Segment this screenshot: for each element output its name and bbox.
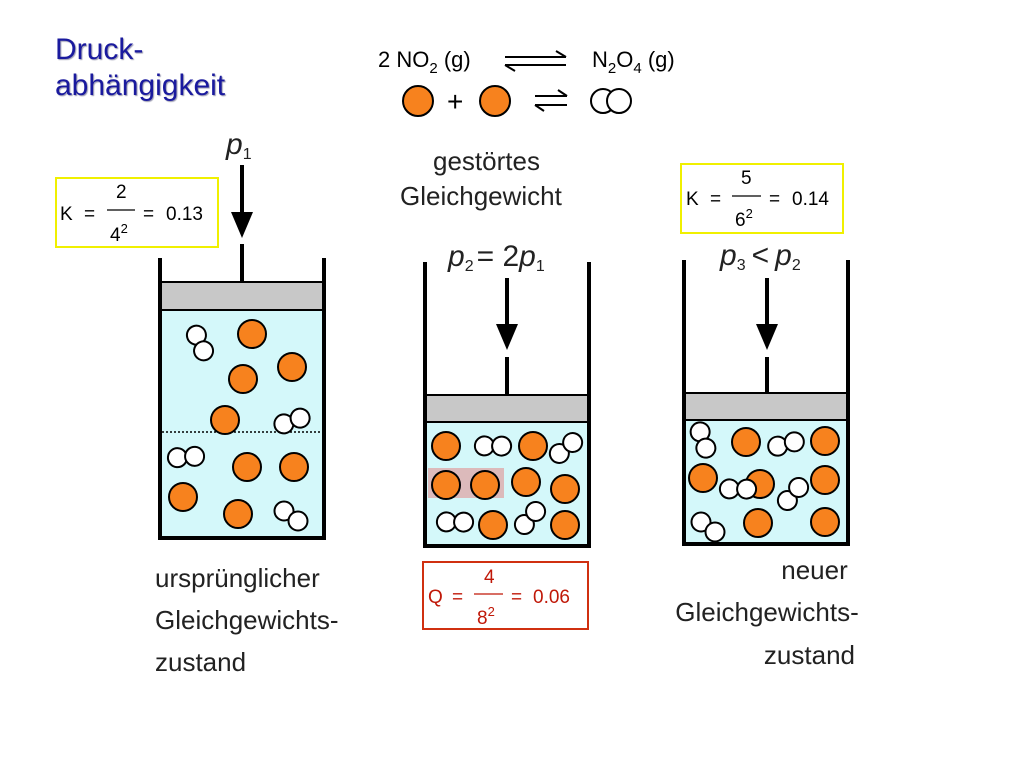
- no2-molecule-icon: [402, 85, 434, 117]
- k-value: 0.13: [166, 204, 203, 225]
- title-line-2: abhängigkeit: [55, 69, 226, 102]
- k-symbol: K: [686, 189, 699, 210]
- k-exponent: 2: [121, 221, 128, 236]
- k-exponent: 2: [746, 206, 753, 221]
- product-subscript-n: 2: [608, 60, 616, 77]
- piston: [683, 392, 849, 421]
- q-value: 0.06: [533, 587, 570, 608]
- svg-text:N2O4 (g): N2O4 (g): [592, 47, 675, 77]
- k-numerator: 5: [741, 168, 752, 189]
- reactant-phase: (g): [438, 47, 471, 72]
- product-n: N: [592, 47, 608, 72]
- reaction-equation: 2 NO2 (g) N2O4 (g) +: [378, 47, 675, 117]
- svg-text:=: =: [452, 587, 463, 608]
- svg-text:=: =: [511, 587, 522, 608]
- reactant-subscript: 2: [429, 60, 437, 77]
- vessel-wall: [158, 258, 326, 540]
- k-denominator: 4: [110, 225, 121, 246]
- title-line-1: Druck-: [55, 33, 144, 66]
- piston: [159, 281, 325, 311]
- q-symbol: Q: [428, 587, 443, 608]
- equilibrium-arrows-icon: [534, 89, 568, 112]
- caption-original: ursprünglicher Gleichgewichts- zustand: [155, 563, 346, 677]
- k-box-new: K = 5 62 = 0.14: [680, 163, 844, 234]
- pressure-p3-label: p3<p2: [719, 239, 801, 274]
- panel-new-equilibrium: K = 5 62 = 0.14 p3<p2: [675, 163, 866, 670]
- pressure-p2-label: p2= 2p1: [447, 240, 545, 275]
- svg-text:=: =: [143, 204, 154, 225]
- svg-text:42: 42: [110, 221, 128, 246]
- reactant-label: 2 NO: [378, 47, 429, 72]
- q-box-disturbed: Q = 4 82 = 0.06: [422, 561, 589, 630]
- plus-sign: +: [447, 86, 463, 117]
- panel-original-equilibrium: p1 K = 2 42 = 0.13: [55, 128, 346, 677]
- heading-disturbed: gestörtes Gleichgewicht: [400, 146, 563, 211]
- k-numerator: 2: [116, 182, 127, 203]
- q-exponent: 2: [488, 604, 495, 619]
- svg-text:=: =: [710, 189, 721, 210]
- down-arrow-icon: [496, 278, 518, 350]
- product-o: O: [616, 47, 633, 72]
- molecules-panel-1: [163, 319, 315, 532]
- product-subscript-o: 4: [633, 60, 641, 77]
- k-value: 0.14: [792, 189, 829, 210]
- svg-text:62: 62: [735, 206, 753, 231]
- vessel-wall: [682, 260, 850, 546]
- product-phase: (g): [642, 47, 675, 72]
- molecules-panel-3: [680, 417, 840, 543]
- k-denominator: 6: [735, 210, 746, 231]
- equilibrium-half-arrows-icon: [504, 50, 567, 72]
- svg-text:=: =: [769, 189, 780, 210]
- panel-disturbed-equilibrium: gestörtes Gleichgewicht p2= 2p1: [400, 146, 591, 630]
- k-symbol: K: [60, 204, 73, 225]
- vessel-wall: [423, 262, 591, 548]
- svg-text:=: =: [84, 204, 95, 225]
- k-box-initial: K = 2 42 = 0.13: [55, 177, 219, 248]
- svg-text:82: 82: [477, 604, 495, 629]
- n2o4-molecule-icon: [590, 88, 632, 114]
- no2-molecule-icon: [479, 85, 511, 117]
- down-arrow-icon: [756, 278, 778, 350]
- down-arrow-icon: [231, 165, 253, 238]
- svg-text:2 NO2 (g): 2 NO2 (g): [378, 47, 471, 77]
- pressure-p1-label: p1: [225, 128, 252, 163]
- slide-title: Druck- abhängigkeit: [55, 32, 225, 104]
- q-numerator: 4: [484, 567, 495, 588]
- piston: [424, 394, 590, 423]
- molecules-panel-2: [431, 423, 586, 545]
- q-denominator: 8: [477, 608, 488, 629]
- caption-new: neuer Gleichgewichts- zustand: [675, 555, 866, 670]
